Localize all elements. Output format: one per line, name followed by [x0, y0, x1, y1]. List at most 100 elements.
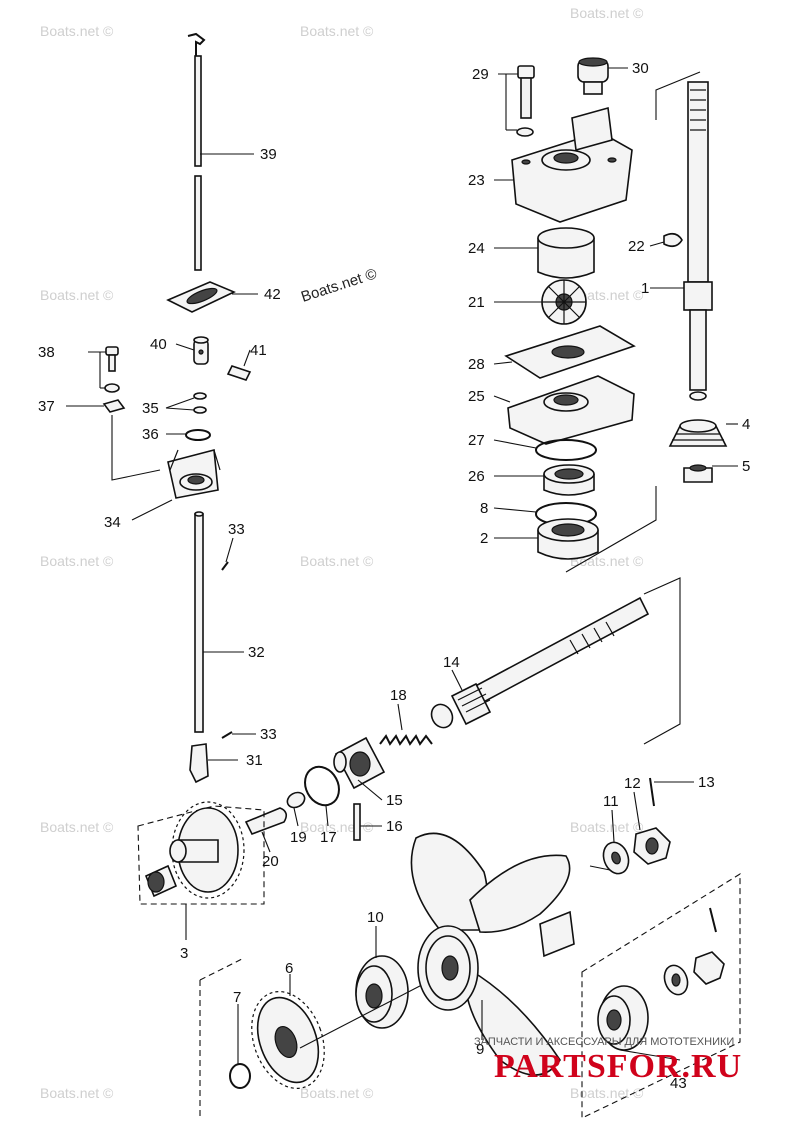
callout-26: 26	[468, 468, 485, 485]
part-3-forward-gear	[144, 801, 245, 899]
part-21-impeller	[541, 279, 587, 325]
part-26-bearing	[543, 464, 595, 496]
callout-leaders	[66, 67, 738, 1064]
part-11-washer	[602, 841, 630, 875]
center-watermark: Boats.net ©	[299, 265, 379, 305]
watermark: Boats.net ©	[40, 1085, 114, 1101]
part-20-cam-follower	[244, 807, 288, 836]
callout-32: 32	[248, 644, 265, 661]
callout-43: 43	[670, 1075, 687, 1092]
callout-12: 12	[624, 775, 641, 792]
callout-13: 13	[698, 774, 715, 791]
watermark: Boats.net ©	[40, 819, 114, 835]
callout-7: 7	[233, 989, 241, 1006]
part-41-pin	[226, 365, 252, 381]
brand-name: PARTSFOR.RU	[494, 1048, 743, 1085]
callout-5: 5	[742, 458, 750, 475]
watermark: Boats.net ©	[570, 819, 644, 835]
callout-6: 6	[285, 960, 293, 977]
callout-30: 30	[632, 60, 649, 77]
part-25-pump-base	[507, 375, 635, 445]
part-42-grommet	[166, 281, 236, 313]
part-40-connector	[193, 336, 209, 365]
callout-27: 27	[468, 432, 485, 449]
callout-20: 20	[262, 853, 279, 870]
kit-group-box	[581, 873, 741, 1119]
brand-watermark: ЗАПЧАСТИ И АКСЕССУАРЫ ДЛЯ МОТОТЕХНИКИ PA…	[474, 1036, 794, 1116]
shaft-center-line	[589, 865, 611, 871]
callout-16: 16	[386, 818, 403, 835]
shaft-bracket	[565, 486, 657, 573]
callout-38: 38	[38, 344, 55, 361]
part-13-cotter-pin	[649, 777, 655, 807]
part-22-key	[663, 232, 683, 248]
part-23-pump-housing	[511, 106, 633, 223]
part-12-prop-nut	[633, 827, 671, 865]
callout-15: 15	[386, 792, 403, 809]
watermark: Boats.net ©	[570, 287, 644, 303]
assembly-lead	[111, 415, 161, 481]
part-24-cup-insert	[537, 227, 595, 279]
part-10-thrust-hub	[355, 955, 409, 1029]
part-9-propeller	[410, 832, 575, 1076]
callout-1: 1	[641, 280, 649, 297]
callout-29: 29	[472, 66, 489, 83]
part-4-pinion-gear	[668, 419, 728, 447]
watermark: Boats.net ©	[300, 819, 374, 835]
part-37-clip	[102, 399, 126, 413]
part-17-spring-ring	[304, 765, 340, 807]
callout-40: 40	[150, 336, 167, 353]
callout-36: 36	[142, 426, 159, 443]
gear-group-box	[199, 957, 245, 1118]
part-39-shift-rod-upper	[187, 32, 206, 271]
callout-14: 14	[443, 654, 460, 671]
part-34-retainer	[167, 448, 221, 499]
part-29-bolt	[516, 65, 535, 137]
callout-25: 25	[468, 388, 485, 405]
callout-41: 41	[250, 342, 267, 359]
part-35-washers	[193, 392, 207, 414]
callout-2: 2	[480, 530, 488, 547]
watermark: Boats.net ©	[300, 1085, 374, 1101]
callout-3: 3	[180, 945, 188, 962]
part-19-plunger	[286, 791, 306, 809]
part-1-drive-shaft	[683, 81, 713, 401]
part-30-grommet	[577, 57, 609, 95]
callout-35: 35	[142, 400, 159, 417]
part-38-screw	[104, 346, 120, 393]
brand-subtitle: ЗАПЧАСТИ И АКСЕССУАРЫ ДЛЯ МОТОТЕХНИКИ	[474, 1036, 735, 1048]
callout-23: 23	[468, 172, 485, 189]
watermark: Boats.net ©	[300, 23, 374, 39]
part-28-gasket	[504, 325, 636, 379]
callout-8: 8	[480, 500, 488, 517]
callout-9: 9	[476, 1041, 484, 1058]
part-7-bearing-clip	[229, 1063, 251, 1089]
callout-11: 11	[603, 793, 619, 810]
callout-18: 18	[390, 687, 407, 704]
part-33-pin-lower	[221, 731, 233, 739]
callout-17: 17	[320, 829, 337, 846]
part-2-bearing	[537, 518, 599, 560]
watermark: Boats.net ©	[40, 553, 114, 569]
callout-4: 4	[742, 416, 750, 433]
callout-22: 22	[628, 238, 645, 255]
part-14-propeller-shaft	[430, 596, 650, 729]
callout-31: 31	[246, 752, 263, 769]
callout-labels: 1 2 3 4 5 6 7 8 9 10 11 12 13 14 15 16 1…	[38, 60, 750, 1092]
part-15-clutch	[333, 736, 386, 790]
part-43-hub-kit	[597, 907, 725, 1051]
callout-33-lower: 33	[260, 726, 277, 743]
part-27-o-ring	[535, 439, 597, 461]
callout-34: 34	[104, 514, 121, 531]
part-32-shift-rod-lower	[194, 511, 204, 733]
part-33-pin-upper	[221, 561, 229, 571]
watermark: Boats.net ©	[40, 23, 114, 39]
callout-24: 24	[468, 240, 485, 257]
part-5-nut	[683, 464, 713, 483]
shaft-bracket	[643, 577, 681, 745]
shaft-bracket	[655, 71, 701, 120]
callout-21: 21	[468, 294, 485, 311]
callout-10: 10	[367, 909, 384, 926]
part-18-spring	[379, 734, 433, 746]
